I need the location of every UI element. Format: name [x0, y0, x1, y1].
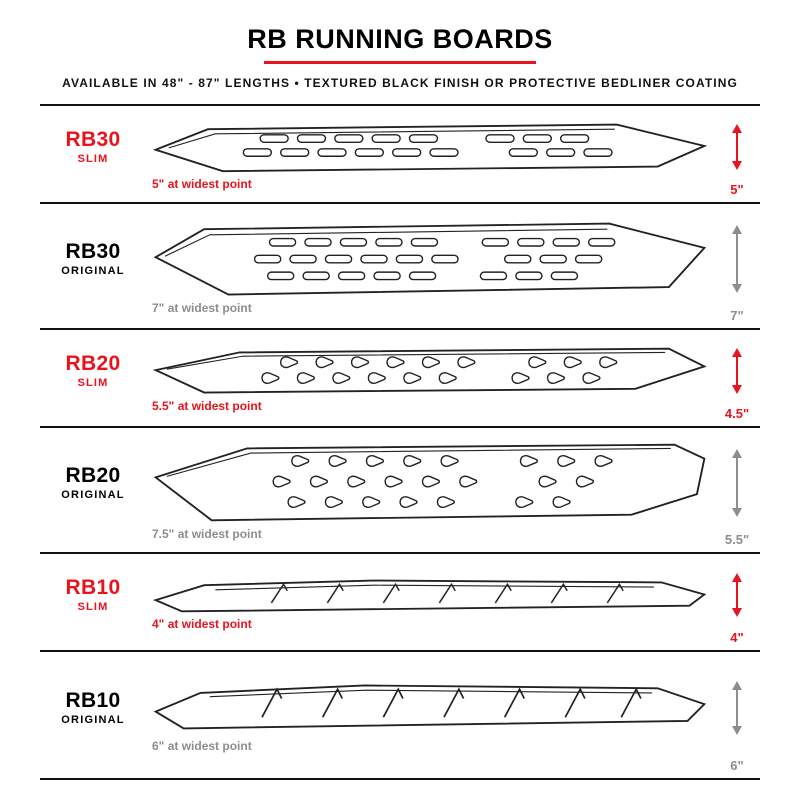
height-arrow-icon	[732, 225, 742, 293]
model-variant: ORIGINAL	[61, 264, 125, 277]
widest-point-label: 4" at widest point	[152, 617, 252, 632]
model-name: RB10	[65, 576, 121, 600]
height-value: 6"	[730, 758, 744, 773]
height-measure: 6"	[714, 652, 760, 778]
model-label: RB20 SLIM	[40, 352, 146, 389]
height-measure: 5"	[714, 106, 760, 202]
header: RB RUNNING BOARDS AVAILABLE IN 48" - 87"…	[40, 24, 760, 90]
board-row-rb10-original: RB10 ORIGINAL 6"	[40, 650, 760, 778]
height-arrow-icon	[732, 124, 742, 170]
board-rows: RB30 SLIM	[40, 104, 760, 780]
model-label: RB30 SLIM	[40, 128, 146, 165]
widest-point-label: 5" at widest point	[152, 176, 252, 191]
height-value: 4.5"	[724, 406, 750, 421]
board-drawing: 5.5" at widest point	[146, 338, 714, 418]
board-row-rb30-slim: RB30 SLIM	[40, 104, 760, 202]
page-title: RB RUNNING BOARDS	[247, 24, 553, 54]
running-board-illustration	[153, 684, 707, 730]
height-arrow-icon	[732, 681, 742, 735]
board-drawing: 4" at widest point	[146, 568, 714, 637]
model-name: RB30	[65, 128, 121, 152]
running-board-illustration	[153, 222, 707, 296]
model-name: RB20	[65, 464, 121, 488]
model-variant: SLIM	[77, 152, 109, 165]
height-value: 7"	[730, 308, 744, 323]
board-drawing: 6" at widest point	[146, 672, 714, 758]
height-value: 5.5"	[724, 532, 750, 547]
widest-point-label: 6" at widest point	[152, 738, 252, 753]
model-label: RB10 ORIGINAL	[40, 689, 146, 726]
board-drawing: 5" at widest point	[146, 112, 714, 196]
model-name: RB10	[65, 689, 121, 713]
height-value: 4"	[730, 630, 744, 645]
height-arrow-icon	[732, 573, 742, 617]
height-measure: 4"	[714, 554, 760, 650]
height-measure: 4.5"	[714, 330, 760, 426]
height-arrow-icon	[732, 449, 742, 517]
widest-point-label: 5.5" at widest point	[152, 399, 262, 414]
page-subtitle: AVAILABLE IN 48" - 87" LENGTHS • TEXTURE…	[62, 76, 738, 90]
model-variant: SLIM	[77, 600, 109, 613]
title-underline	[264, 61, 536, 64]
model-label: RB10 SLIM	[40, 576, 146, 613]
model-label: RB20 ORIGINAL	[40, 464, 146, 501]
running-board-illustration	[152, 123, 708, 173]
running-board-illustration	[152, 347, 707, 394]
height-value: 5"	[730, 182, 744, 197]
board-row-rb20-original: RB20 ORIGINAL	[40, 426, 760, 552]
board-drawing: 7.5" at widest point	[146, 434, 714, 546]
model-variant: SLIM	[77, 376, 109, 389]
board-drawing: 7" at widest point	[146, 212, 714, 320]
model-name: RB20	[65, 352, 121, 376]
model-name: RB30	[65, 240, 121, 264]
height-measure: 7"	[714, 204, 760, 328]
board-row-rb10-slim: RB10 SLIM 4" at w	[40, 552, 760, 650]
model-label: RB30 ORIGINAL	[40, 240, 146, 277]
height-arrow-icon	[732, 348, 742, 394]
height-measure: 5.5"	[714, 428, 760, 552]
model-variant: ORIGINAL	[61, 713, 125, 726]
model-variant: ORIGINAL	[61, 488, 125, 501]
running-board-illustration	[153, 443, 706, 522]
widest-point-label: 7.5" at widest point	[152, 526, 262, 541]
widest-point-label: 7" at widest point	[152, 301, 252, 316]
board-row-rb20-slim: RB20 SLIM	[40, 328, 760, 426]
running-board-illustration	[152, 579, 707, 612]
board-row-rb30-original: RB30 ORIGINAL	[40, 202, 760, 328]
